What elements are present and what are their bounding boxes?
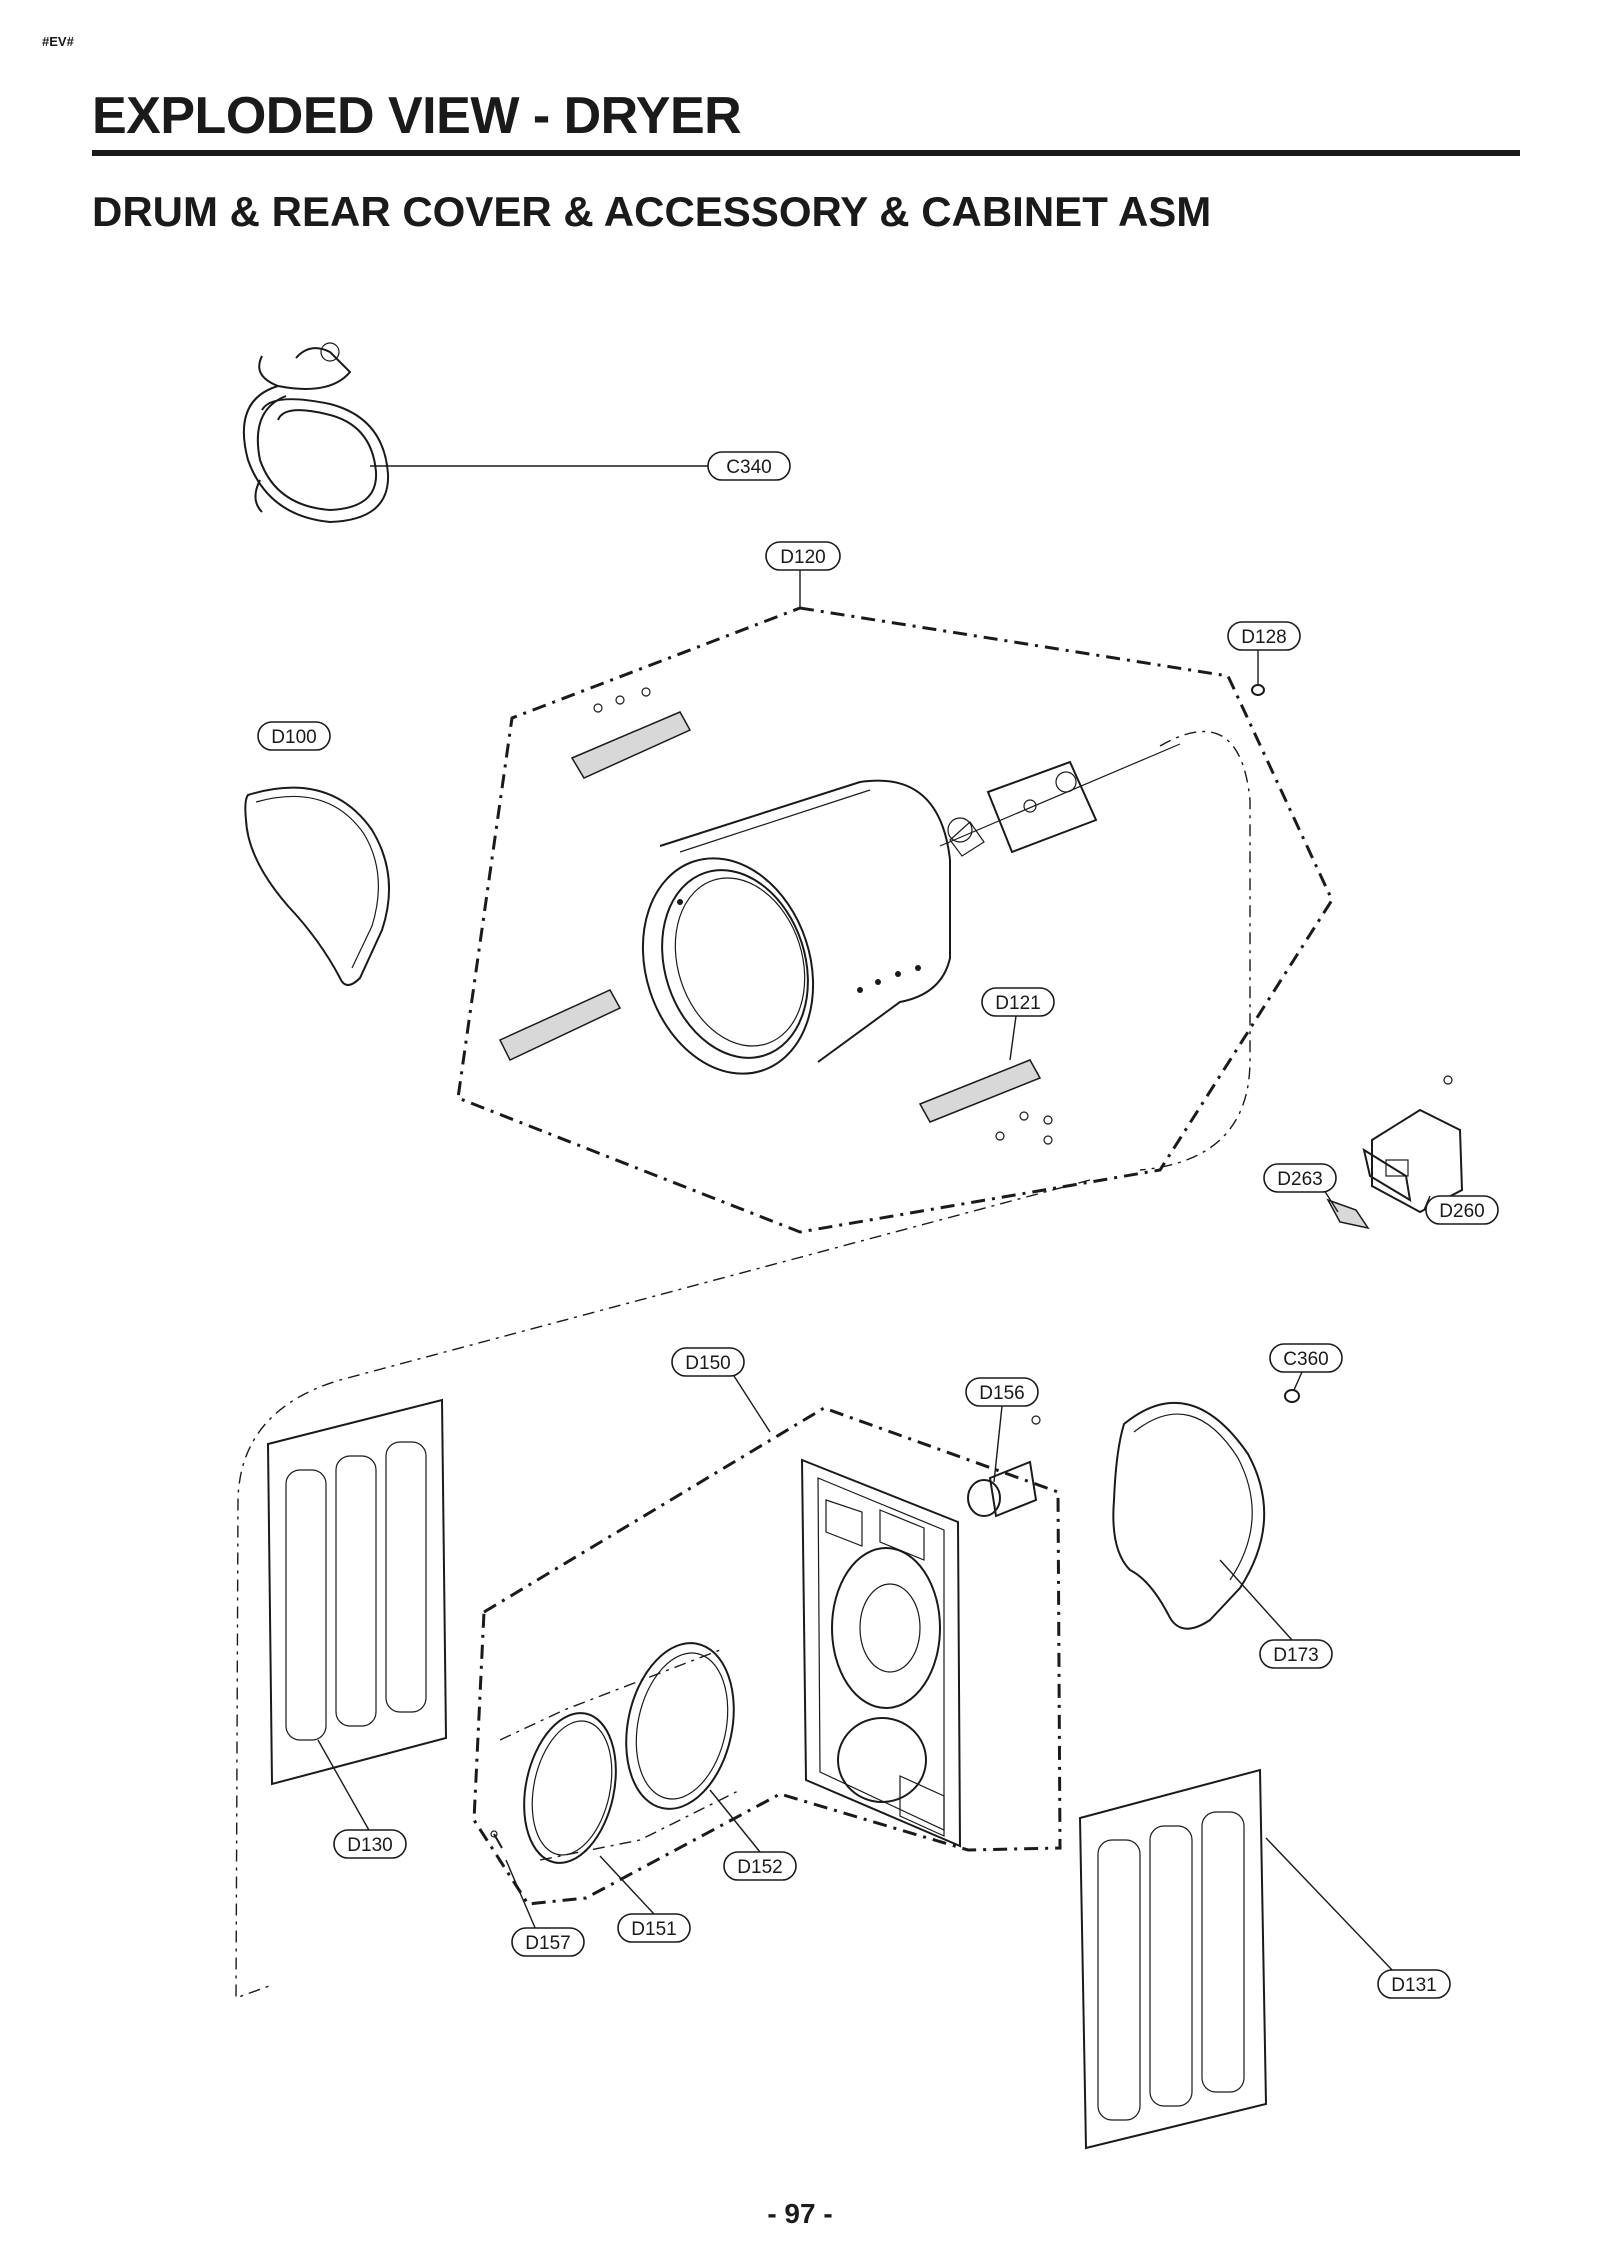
callout-d157: D157 <box>511 1927 585 1957</box>
svg-text:D152: D152 <box>737 1857 782 1878</box>
washer-d128-part <box>1251 684 1265 696</box>
callout-d156: D156 <box>965 1377 1039 1407</box>
svg-text:C340: C340 <box>726 457 771 478</box>
svg-text:D150: D150 <box>685 1353 730 1374</box>
belt-d173-part <box>1112 1401 1266 1630</box>
side-panel-right-part <box>1078 1768 1268 2150</box>
svg-text:D260: D260 <box>1439 1201 1484 1222</box>
rear-panel-part <box>800 1458 962 1848</box>
drum-envelope-outline <box>1139 730 1251 1171</box>
drum-shaft-bracket <box>939 743 1181 857</box>
svg-text:D156: D156 <box>979 1383 1024 1404</box>
leader-d263 <box>1323 1189 1339 1213</box>
leader-d156 <box>993 1405 1003 1483</box>
document-tag: #EV# <box>42 34 74 49</box>
svg-text:D128: D128 <box>1241 627 1286 648</box>
section-subtitle: DRUM & REAR COVER & ACCESSORY & CABINET … <box>92 188 1212 235</box>
svg-text:D263: D263 <box>1277 1169 1322 1190</box>
leader-d173 <box>1219 1559 1293 1641</box>
cabinet-envelope-outline <box>235 1179 1091 1999</box>
svg-text:D131: D131 <box>1391 1975 1436 1996</box>
svg-text:D151: D151 <box>631 1919 676 1940</box>
svg-text:C360: C360 <box>1283 1349 1328 1370</box>
rear-cover-assembly-outline <box>472 1406 1062 1906</box>
side-panel-left-part <box>266 1398 448 1786</box>
svg-text:D100: D100 <box>271 727 316 748</box>
drum-baffle-left <box>498 989 622 1061</box>
page-number: - 97 - <box>767 2198 833 2229</box>
seal-ring-part <box>499 1649 741 1864</box>
page-title: EXPLODED VIEW - DRYER <box>92 87 742 145</box>
sensor-housing-part <box>1362 1075 1464 1214</box>
hose-part <box>242 342 390 524</box>
drum-baffle-upper <box>570 687 692 779</box>
callout-d120: D120 <box>765 541 841 571</box>
drum-seal-part <box>625 1642 735 1810</box>
callout-d151: D151 <box>617 1913 691 1943</box>
screw-d157-part <box>490 1830 503 1849</box>
leader-c360 <box>1293 1371 1303 1391</box>
callout-d100: D100 <box>257 721 331 751</box>
leader-d131 <box>1265 1837 1395 1973</box>
drum-belt-part <box>244 786 391 986</box>
leader-d152 <box>709 1789 761 1853</box>
callout-d128: D128 <box>1227 621 1301 651</box>
svg-text:D121: D121 <box>995 993 1040 1014</box>
callout-c360: C360 <box>1269 1343 1343 1373</box>
svg-text:D157: D157 <box>525 1933 570 1954</box>
callout-d131: D131 <box>1377 1969 1451 1999</box>
leader-d157 <box>505 1859 537 1931</box>
drum-part <box>641 779 951 1075</box>
drum-baffle-lower <box>918 1059 1053 1145</box>
leader-d151 <box>599 1855 655 1915</box>
callout-d130: D130 <box>333 1829 407 1859</box>
title-rule <box>92 150 1520 156</box>
svg-text:D120: D120 <box>780 547 825 568</box>
callout-d152: D152 <box>723 1851 797 1881</box>
callout-c340: C340 <box>707 451 791 481</box>
svg-text:D130: D130 <box>347 1835 392 1856</box>
callout-d173: D173 <box>1259 1639 1333 1669</box>
fan-duct-part <box>967 1415 1041 1518</box>
sensor-clip-part <box>1326 1198 1370 1230</box>
callout-d150: D150 <box>671 1347 745 1377</box>
callout-d263: D263 <box>1263 1163 1337 1193</box>
leader-d130 <box>317 1739 371 1833</box>
callout-d260: D260 <box>1425 1195 1499 1225</box>
drum-assembly-outline <box>456 606 1334 1234</box>
callout-d121: D121 <box>981 987 1055 1017</box>
leader-d121 <box>1009 1015 1017 1061</box>
svg-text:D173: D173 <box>1273 1645 1318 1666</box>
leader-d150 <box>733 1375 771 1433</box>
washer-c360-part <box>1284 1389 1300 1403</box>
